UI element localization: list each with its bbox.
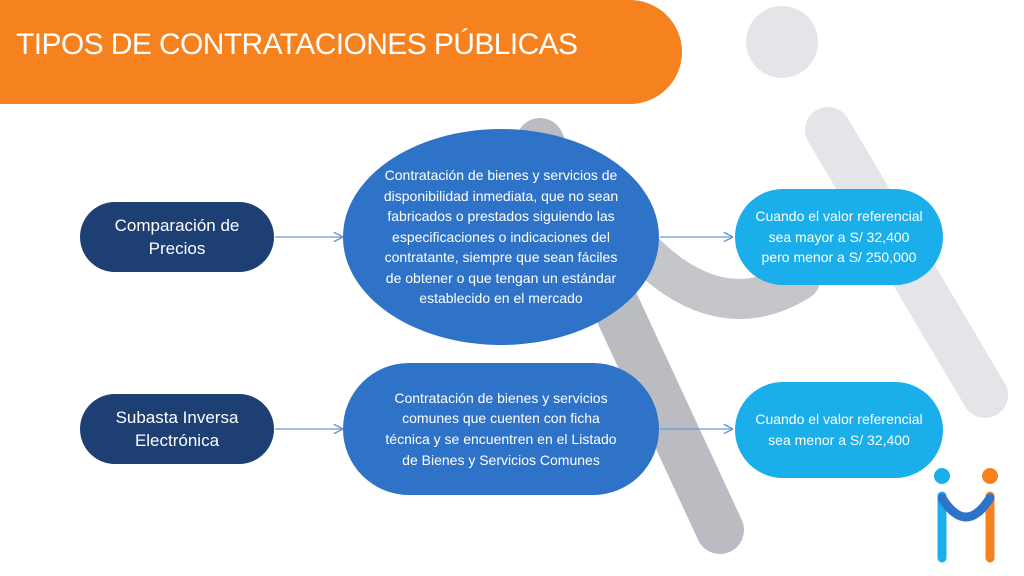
description-box-comparacion: Contratación de bienes y servicios de di… <box>343 129 659 345</box>
description-box-subasta: Contratación de bienes y servicios comun… <box>343 363 659 495</box>
condition-text: Cuando el valor referencial sea mayor a … <box>755 208 923 266</box>
condition-text: Cuando el valor referencial sea menor a … <box>755 411 923 448</box>
method-label: Comparación de Precios <box>114 216 240 258</box>
condition-box-subasta: Cuando el valor referencial sea menor a … <box>735 382 943 478</box>
description-text: Contratación de bienes y servicios comun… <box>385 389 617 468</box>
condition-box-comparacion: Cuando el valor referencial sea mayor a … <box>735 189 943 285</box>
page-title: TIPOS DE CONTRATACIONES PÚBLICAS <box>16 28 578 61</box>
title-banner: TIPOS DE CONTRATACIONES PÚBLICAS <box>0 0 682 104</box>
description-text: Contratación de bienes y servicios de di… <box>383 166 619 307</box>
method-box-comparacion: Comparación de Precios <box>80 202 274 272</box>
method-box-subasta: Subasta Inversa Electrónica <box>80 394 274 464</box>
brand-logo-icon <box>934 468 998 563</box>
method-label: Subasta Inversa Electrónica <box>115 408 239 450</box>
